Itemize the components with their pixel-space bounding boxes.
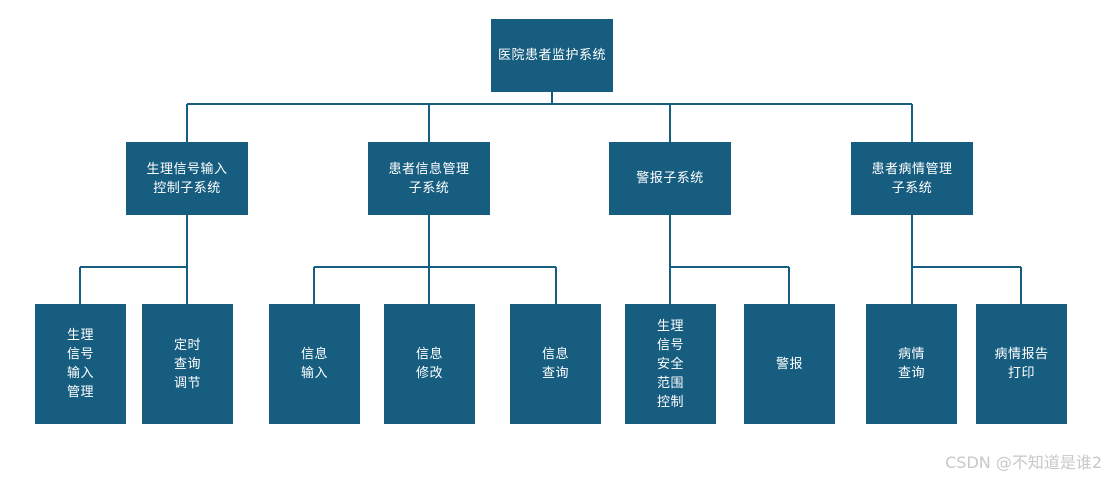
subsystem-node-signal-input: 生理信号输入 控制子系统 (126, 142, 248, 215)
root-node: 医院患者监护系统 (491, 19, 613, 92)
leaf-node-info-query: 信息 查询 (510, 304, 601, 424)
leaf-node-safe-range: 生理 信号 安全 范围 控制 (625, 304, 716, 424)
leaf-node-condition-query: 病情 查询 (866, 304, 957, 424)
leaf-node-report-print: 病情报告 打印 (976, 304, 1067, 424)
watermark: CSDN @不知道是谁2 (945, 453, 1102, 472)
leaf-node-alarm: 警报 (744, 304, 835, 424)
leaf-node-signal-input-mgmt: 生理 信号 输入 管理 (35, 304, 126, 424)
leaf-node-info-edit: 信息 修改 (384, 304, 475, 424)
leaf-node-timed-query: 定时 查询 调节 (142, 304, 233, 424)
subsystem-node-patient-info: 患者信息管理 子系统 (368, 142, 490, 215)
leaf-node-info-input: 信息 输入 (269, 304, 360, 424)
subsystem-node-condition: 患者病情管理 子系统 (851, 142, 973, 215)
subsystem-node-alarm: 警报子系统 (609, 142, 731, 215)
